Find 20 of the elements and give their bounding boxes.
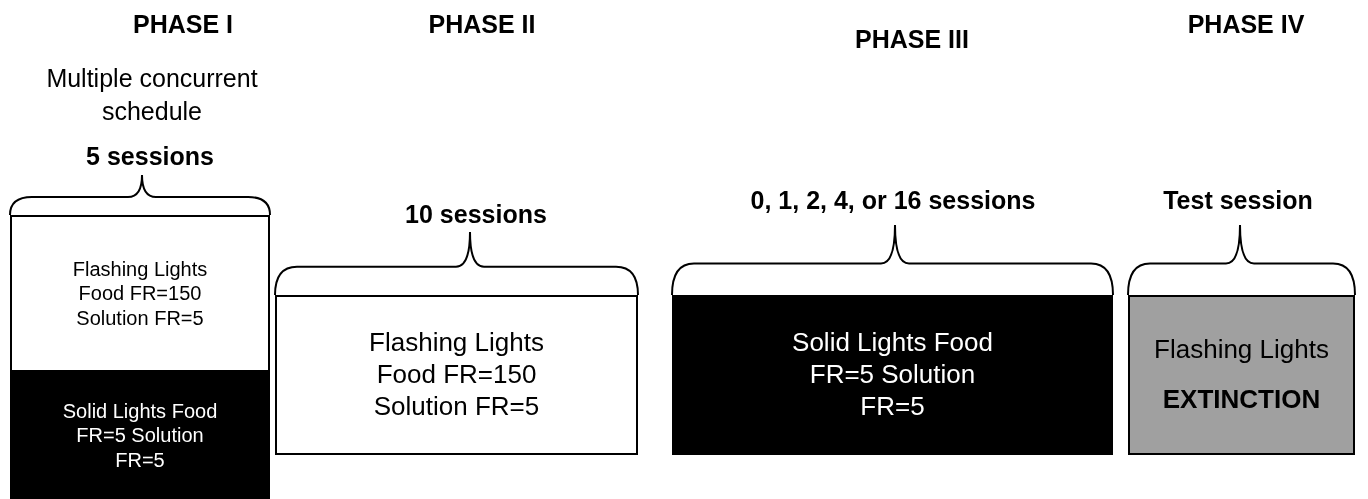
phase-box bbox=[672, 295, 1113, 455]
session-count: 5 sessions bbox=[86, 141, 214, 172]
condition-text: Solid Lights Food FR=5 Solution FR=5 bbox=[61, 398, 219, 473]
condition-label: EXTINCTION bbox=[1162, 384, 1321, 416]
phase-heading: PHASE II bbox=[428, 9, 536, 40]
condition-text: Flashing Lights bbox=[1154, 334, 1329, 366]
phase-heading: PHASE I bbox=[133, 9, 233, 40]
schedule-label: Multiple concurrent schedule bbox=[45, 63, 259, 127]
phase-box bbox=[275, 295, 638, 455]
session-count: 10 sessions bbox=[405, 199, 547, 230]
phase-box bbox=[1128, 295, 1355, 455]
phase-heading: PHASE IV bbox=[1187, 9, 1305, 40]
session-count: Test session bbox=[1163, 185, 1313, 216]
session-count: 0, 1, 2, 4, or 16 sessions bbox=[750, 185, 1036, 216]
phase-box bbox=[10, 215, 270, 372]
phase-box bbox=[10, 372, 270, 499]
condition-text: Solid Lights Food FR=5 Solution FR=5 bbox=[791, 327, 994, 423]
condition-text: Flashing Lights Food FR=150 Solution FR=5 bbox=[368, 327, 545, 423]
phase-heading: PHASE III bbox=[855, 24, 969, 55]
condition-text: Flashing Lights Food FR=150 Solution FR=5 bbox=[71, 256, 209, 331]
